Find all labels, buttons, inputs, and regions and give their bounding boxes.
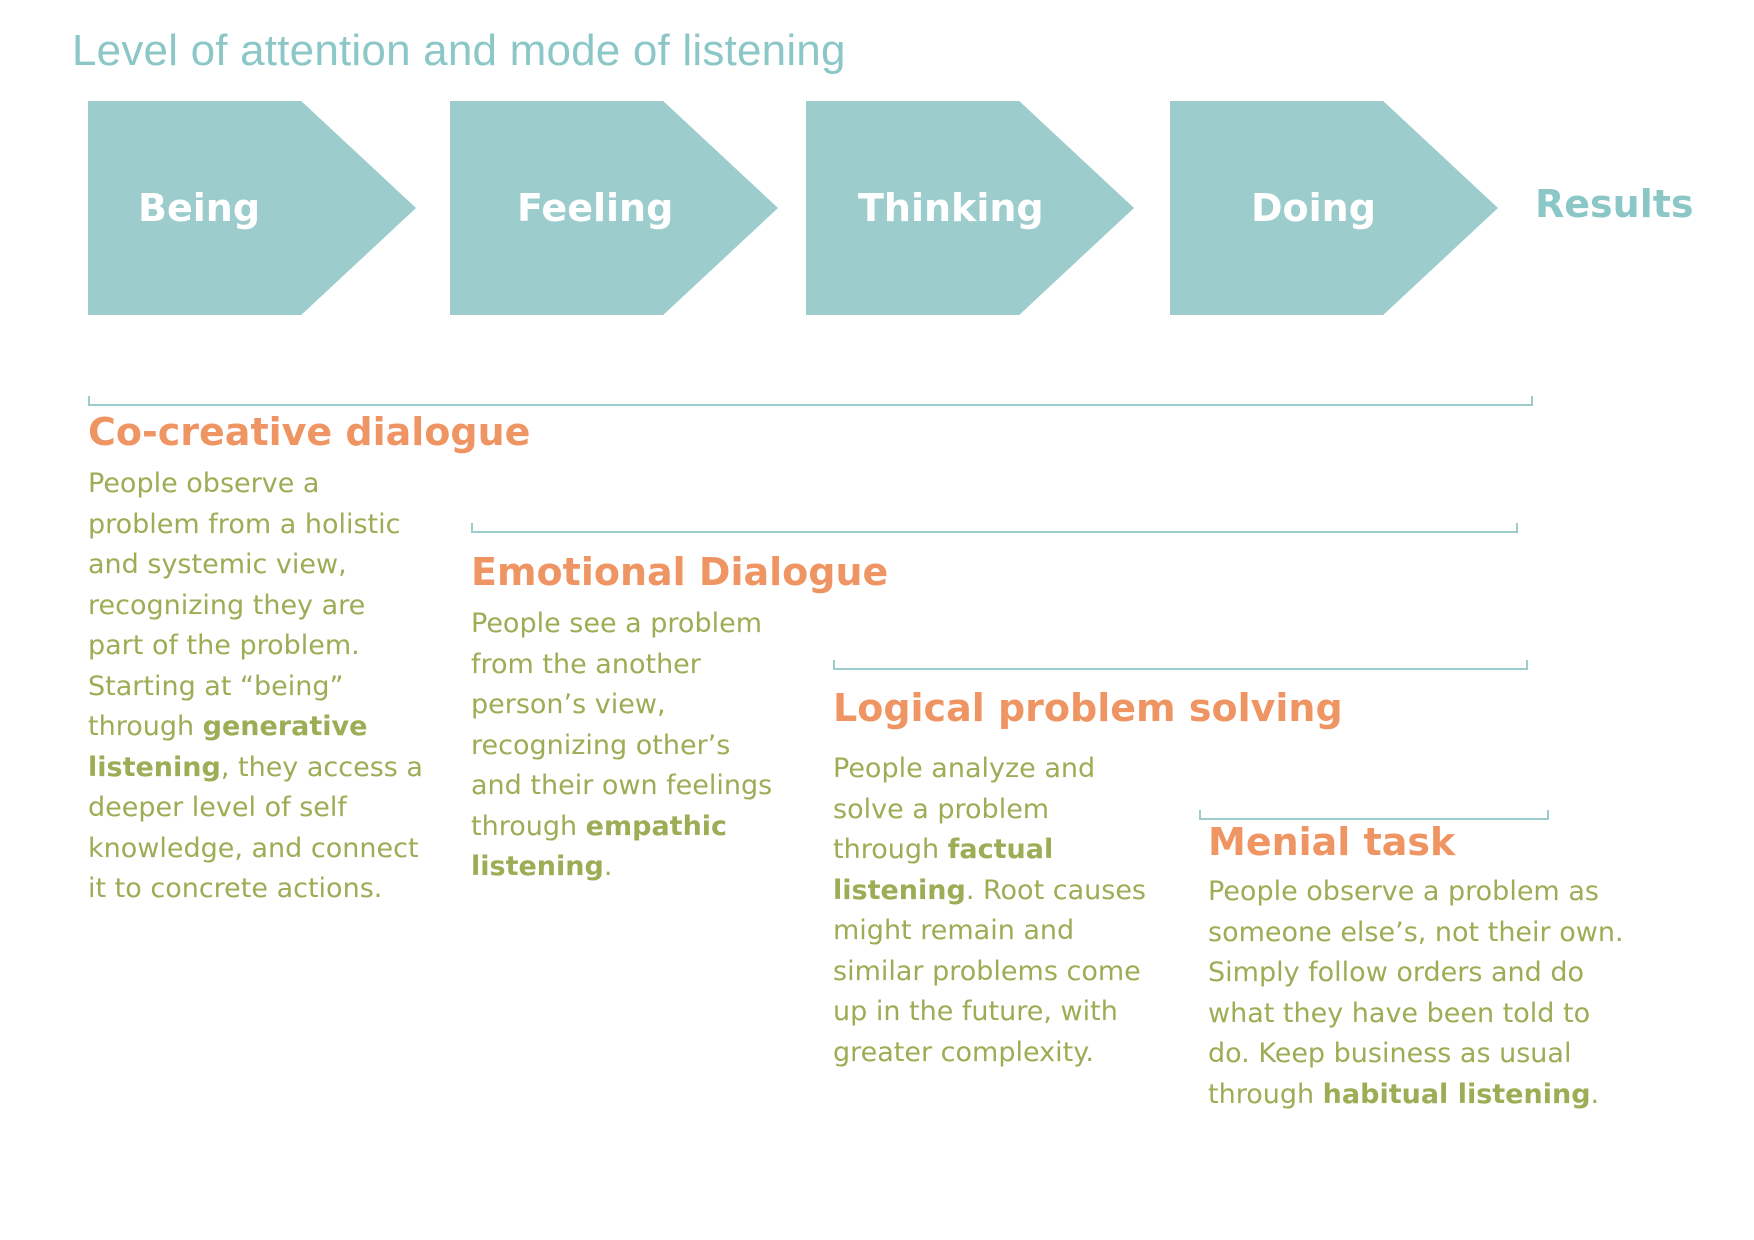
heading-logical: Logical problem solving <box>833 686 1343 730</box>
emphasis-empathic-listening: empathic listening <box>471 810 728 883</box>
emphasis-generative-listening: generative listening <box>88 711 368 783</box>
heading-emotional: Emotional Dialogue <box>471 550 889 594</box>
chevron-feeling: Feeling <box>450 101 778 315</box>
chevron-label-feeling: Feeling <box>517 186 674 230</box>
desc-logical: People analyze and solve a problem throu… <box>833 753 1146 1068</box>
emphasis-habitual-listening: habitual listening <box>1322 1078 1591 1110</box>
chevron-doing: Doing <box>1170 101 1498 315</box>
desc-co-creative: People observe a problem from a holistic… <box>88 468 423 904</box>
bracket-co-creative <box>88 396 1533 406</box>
desc-menial: People observe a problem as someone else… <box>1208 876 1624 1110</box>
heading-menial: Menial task <box>1208 820 1456 864</box>
diagram-title: Level of attention and mode of listening <box>72 26 846 75</box>
bracket-logical <box>833 660 1528 670</box>
chevron-label-being: Being <box>138 186 261 230</box>
bracket-emotional <box>471 523 1518 533</box>
chevron-label-doing: Doing <box>1251 186 1376 230</box>
chevron-being: Being <box>88 101 416 315</box>
emphasis-factual-listening: factual listening <box>833 834 1054 906</box>
results-label: Results <box>1535 182 1694 226</box>
heading-co-creative: Co-creative dialogue <box>88 410 531 454</box>
desc-emotional: People see a problem from the another pe… <box>471 608 773 883</box>
chevron-label-thinking: Thinking <box>858 186 1044 230</box>
chevron-thinking: Thinking <box>806 101 1134 315</box>
bracket-menial <box>1199 810 1549 820</box>
